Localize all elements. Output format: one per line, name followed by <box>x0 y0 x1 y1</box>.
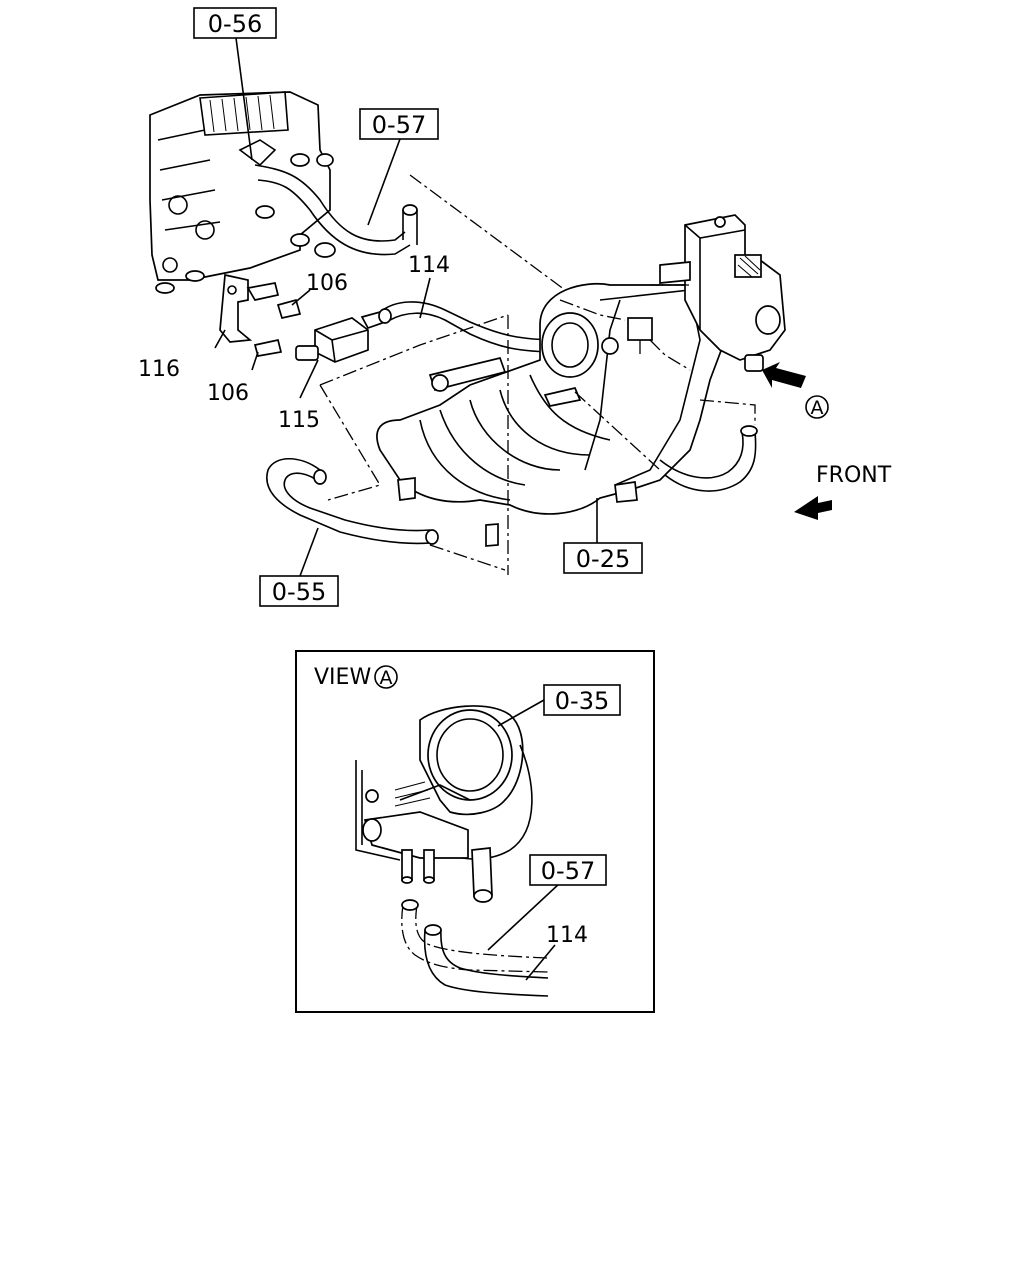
label-116: 116 <box>138 357 180 382</box>
view-a-marker <box>805 395 829 419</box>
callout-0-25-text: 0-25 <box>576 545 630 573</box>
inset-throttle-body <box>355 705 533 903</box>
view-a-arrow: A <box>762 362 829 419</box>
label-115: 115 <box>278 408 320 433</box>
callout-0-57-top: 0-57 <box>359 108 439 140</box>
front-label: FRONT <box>816 463 892 488</box>
intake-manifold-0-25 <box>376 282 726 547</box>
engine-block-illustration <box>149 91 336 294</box>
leader-lines <box>214 37 598 577</box>
hose-right <box>659 425 758 492</box>
bolt-106-lower <box>253 338 283 357</box>
callout-0-57-view-text: 0-57 <box>541 857 595 885</box>
callout-0-55-text: 0-55 <box>272 578 326 606</box>
hose-0-56 <box>254 164 418 256</box>
view-title-marker-letter: A <box>380 667 393 689</box>
phantom-lines <box>319 174 756 575</box>
label-106-upper: 106 <box>306 271 348 296</box>
callout-0-55: 0-55 <box>259 575 339 607</box>
callout-0-57-top-text: 0-57 <box>372 111 426 139</box>
front-indicator: FRONT <box>794 463 892 520</box>
view-title-marker <box>374 665 398 689</box>
view-a-inset: VIEW A <box>295 650 655 1013</box>
view-a-marker-letter: A <box>811 397 824 419</box>
bracket-116 <box>219 273 280 343</box>
label-114-top: 114 <box>408 253 450 278</box>
view-title: VIEW <box>314 665 371 690</box>
callout-0-35-text: 0-35 <box>555 687 609 715</box>
callout-0-56: 0-56 <box>193 7 277 39</box>
bolt-106-upper <box>276 298 302 319</box>
front-arrow-icon <box>794 496 832 520</box>
callout-0-25: 0-25 <box>563 542 643 574</box>
callout-0-57-view: 0-57 <box>529 854 607 886</box>
callout-0-56-text: 0-56 <box>208 10 262 38</box>
inset-leaders <box>487 699 561 981</box>
hose-0-55 <box>266 458 439 545</box>
label-106-lower: 106 <box>207 381 249 406</box>
throttle-body <box>659 214 786 372</box>
valve-115 <box>295 310 387 363</box>
label-114-view: 114 <box>546 923 588 948</box>
inset-hoses <box>401 899 549 997</box>
hose-114-top <box>378 301 561 353</box>
callout-0-35: 0-35 <box>543 684 621 716</box>
